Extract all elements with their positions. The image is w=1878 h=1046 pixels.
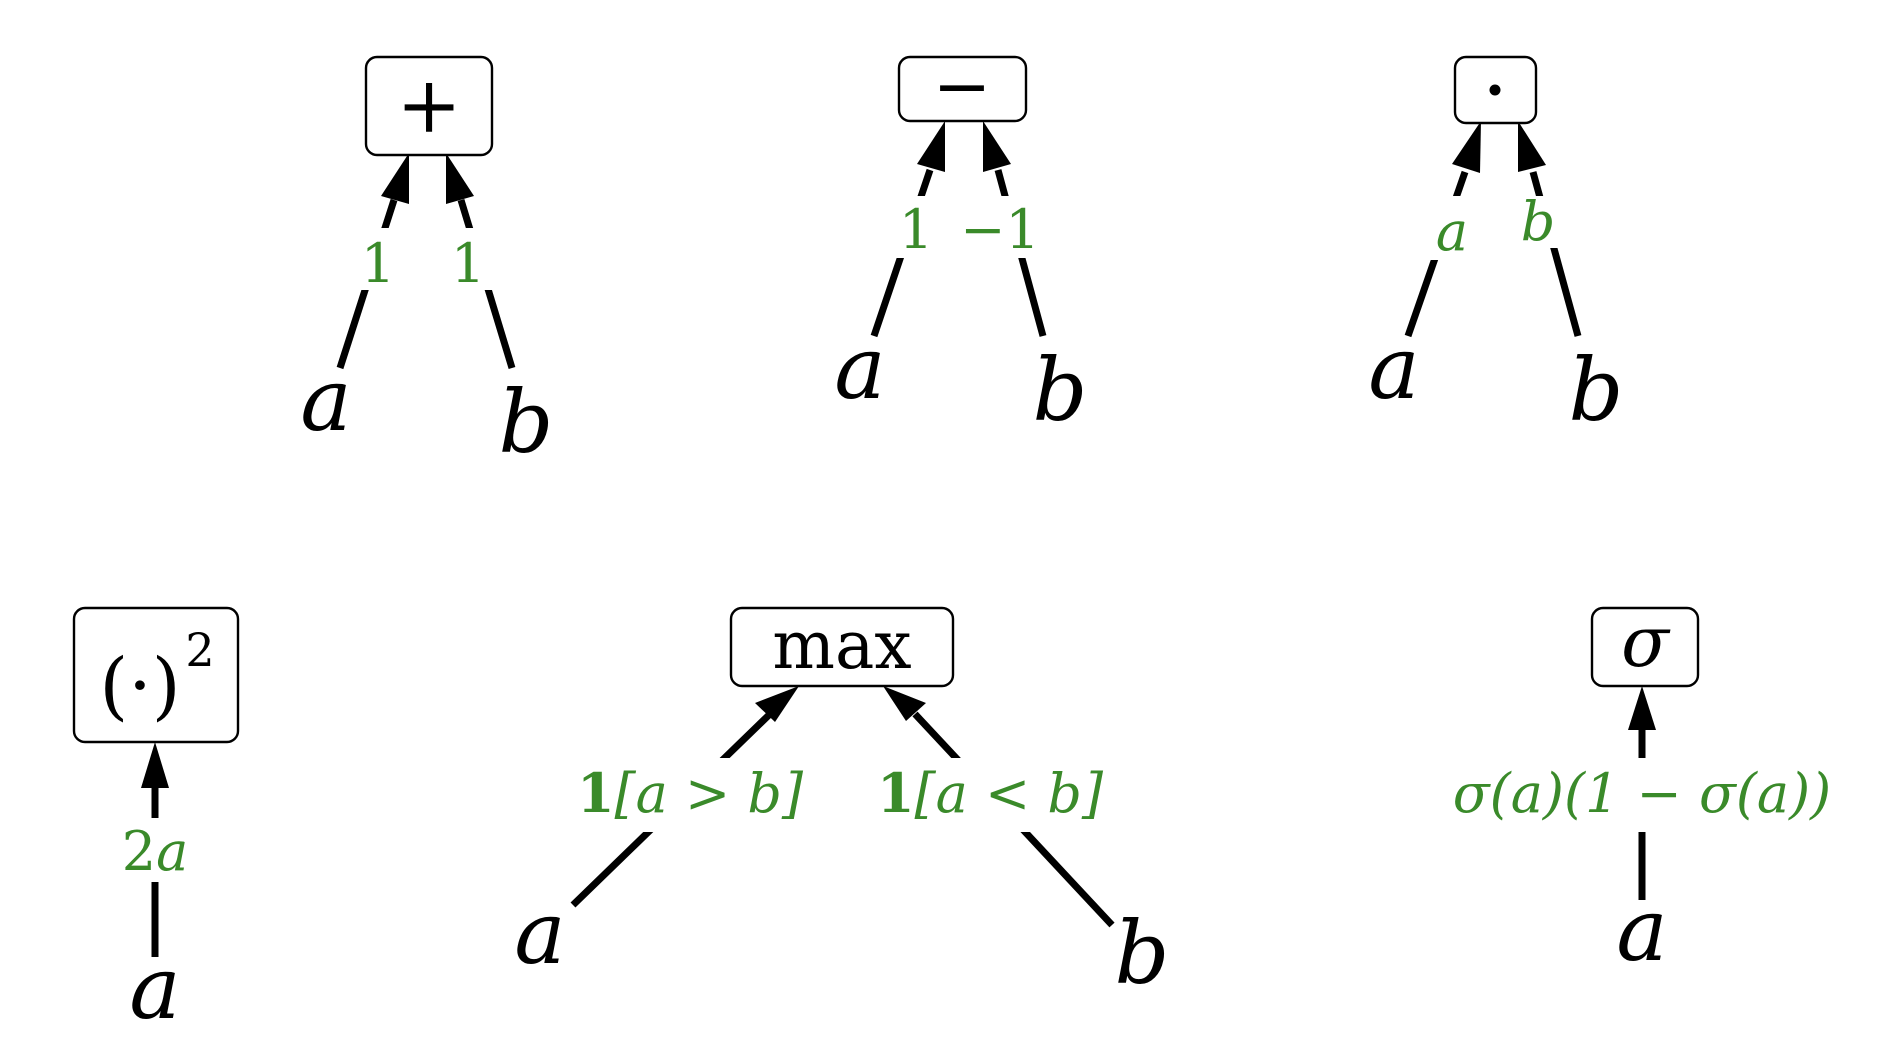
sigmoid-grad-label: σ(a)(1 − σ(a)) bbox=[1453, 762, 1831, 825]
sigmoid-node-group: σ σ(a)(1 − σ(a)) a bbox=[1440, 601, 1844, 981]
subtract-op-symbol: − bbox=[933, 45, 992, 127]
square-grad-var: a bbox=[156, 820, 188, 883]
max-input-b: b bbox=[1114, 904, 1169, 1004]
square-node-group: (·) 2 2a a bbox=[72, 606, 240, 1039]
max-arrow-a bbox=[755, 686, 799, 722]
max-grad-a-indicator: 1 bbox=[577, 761, 615, 825]
max-op-symbol: max bbox=[772, 607, 911, 684]
square-op-exponent: 2 bbox=[185, 623, 214, 677]
sigmoid-input-a: a bbox=[1616, 881, 1667, 981]
add-grad-b-mask bbox=[442, 228, 496, 290]
subtract-grad-a-label: 1 bbox=[899, 198, 933, 261]
add-op-symbol: + bbox=[396, 61, 461, 151]
max-grad-b-mask bbox=[880, 758, 1100, 832]
multiply-input-a: a bbox=[1368, 319, 1419, 419]
sigmoid-grad-mask bbox=[1440, 758, 1844, 832]
sigmoid-arrow bbox=[1628, 686, 1656, 730]
square-input-a: a bbox=[129, 939, 180, 1039]
square-grad-coeff: 2 bbox=[122, 820, 156, 883]
multiply-node-group: · a b a b bbox=[1368, 55, 1624, 441]
add-input-b: b bbox=[498, 373, 553, 473]
subtract-grad-a-mask bbox=[890, 196, 944, 258]
square-op-inner: (·) bbox=[99, 643, 180, 729]
multiply-grad-b-label: b bbox=[1521, 190, 1556, 253]
max-input-a: a bbox=[514, 884, 565, 984]
square-arrow bbox=[141, 742, 169, 788]
max-grad-a-condition: [a > b] bbox=[615, 762, 804, 825]
add-op-box bbox=[364, 55, 494, 157]
add-input-a: a bbox=[300, 351, 351, 451]
multiply-op-dot bbox=[1489, 84, 1501, 96]
add-grad-a-label: 1 bbox=[361, 232, 395, 295]
multiply-input-b: b bbox=[1568, 341, 1623, 441]
add-grad-b-label: 1 bbox=[451, 232, 485, 295]
max-node-group: max 1[a > b] 1[a < b] a b bbox=[514, 606, 1170, 1004]
multiply-grad-b-mask bbox=[1508, 196, 1572, 248]
add-arrow-a bbox=[381, 153, 409, 204]
add-grad-a-mask bbox=[350, 228, 404, 290]
subtract-node-group: − 1 −1 a b bbox=[834, 45, 1087, 441]
subtract-grad-b-label: −1 bbox=[960, 198, 1040, 261]
max-grad-b-indicator: 1 bbox=[877, 761, 915, 825]
subtract-op-box bbox=[897, 55, 1028, 123]
max-grad-b-condition: [a < b] bbox=[915, 762, 1104, 825]
max-grad-b-label: 1[a < b] bbox=[877, 761, 1104, 825]
subtract-arrow-b bbox=[983, 121, 1011, 172]
add-arrow-b bbox=[446, 153, 474, 204]
multiply-grad-a-label: a bbox=[1436, 200, 1468, 263]
add-node-group: + 1 1 a b bbox=[300, 55, 554, 473]
subtract-arrow-a bbox=[917, 121, 945, 172]
max-grad-a-label: 1[a > b] bbox=[577, 761, 804, 825]
subtract-input-b: b bbox=[1032, 341, 1087, 441]
square-op-box bbox=[72, 606, 240, 744]
sigmoid-op-box bbox=[1590, 606, 1700, 688]
square-grad-mask bbox=[114, 818, 196, 882]
subtract-input-a: a bbox=[834, 319, 885, 419]
subtract-grad-b-mask bbox=[960, 196, 1038, 258]
multiply-grad-a-mask bbox=[1420, 196, 1482, 260]
multiply-op-symbol: · bbox=[1495, 89, 1496, 91]
sigmoid-op-symbol: σ bbox=[1621, 601, 1671, 683]
max-grad-a-mask bbox=[580, 758, 800, 832]
multiply-arrow-a bbox=[1452, 121, 1481, 173]
square-grad-label: 2a bbox=[122, 820, 189, 883]
max-op-box bbox=[729, 606, 955, 688]
multiply-arrow-b bbox=[1518, 121, 1546, 172]
max-arrow-b bbox=[883, 686, 926, 721]
